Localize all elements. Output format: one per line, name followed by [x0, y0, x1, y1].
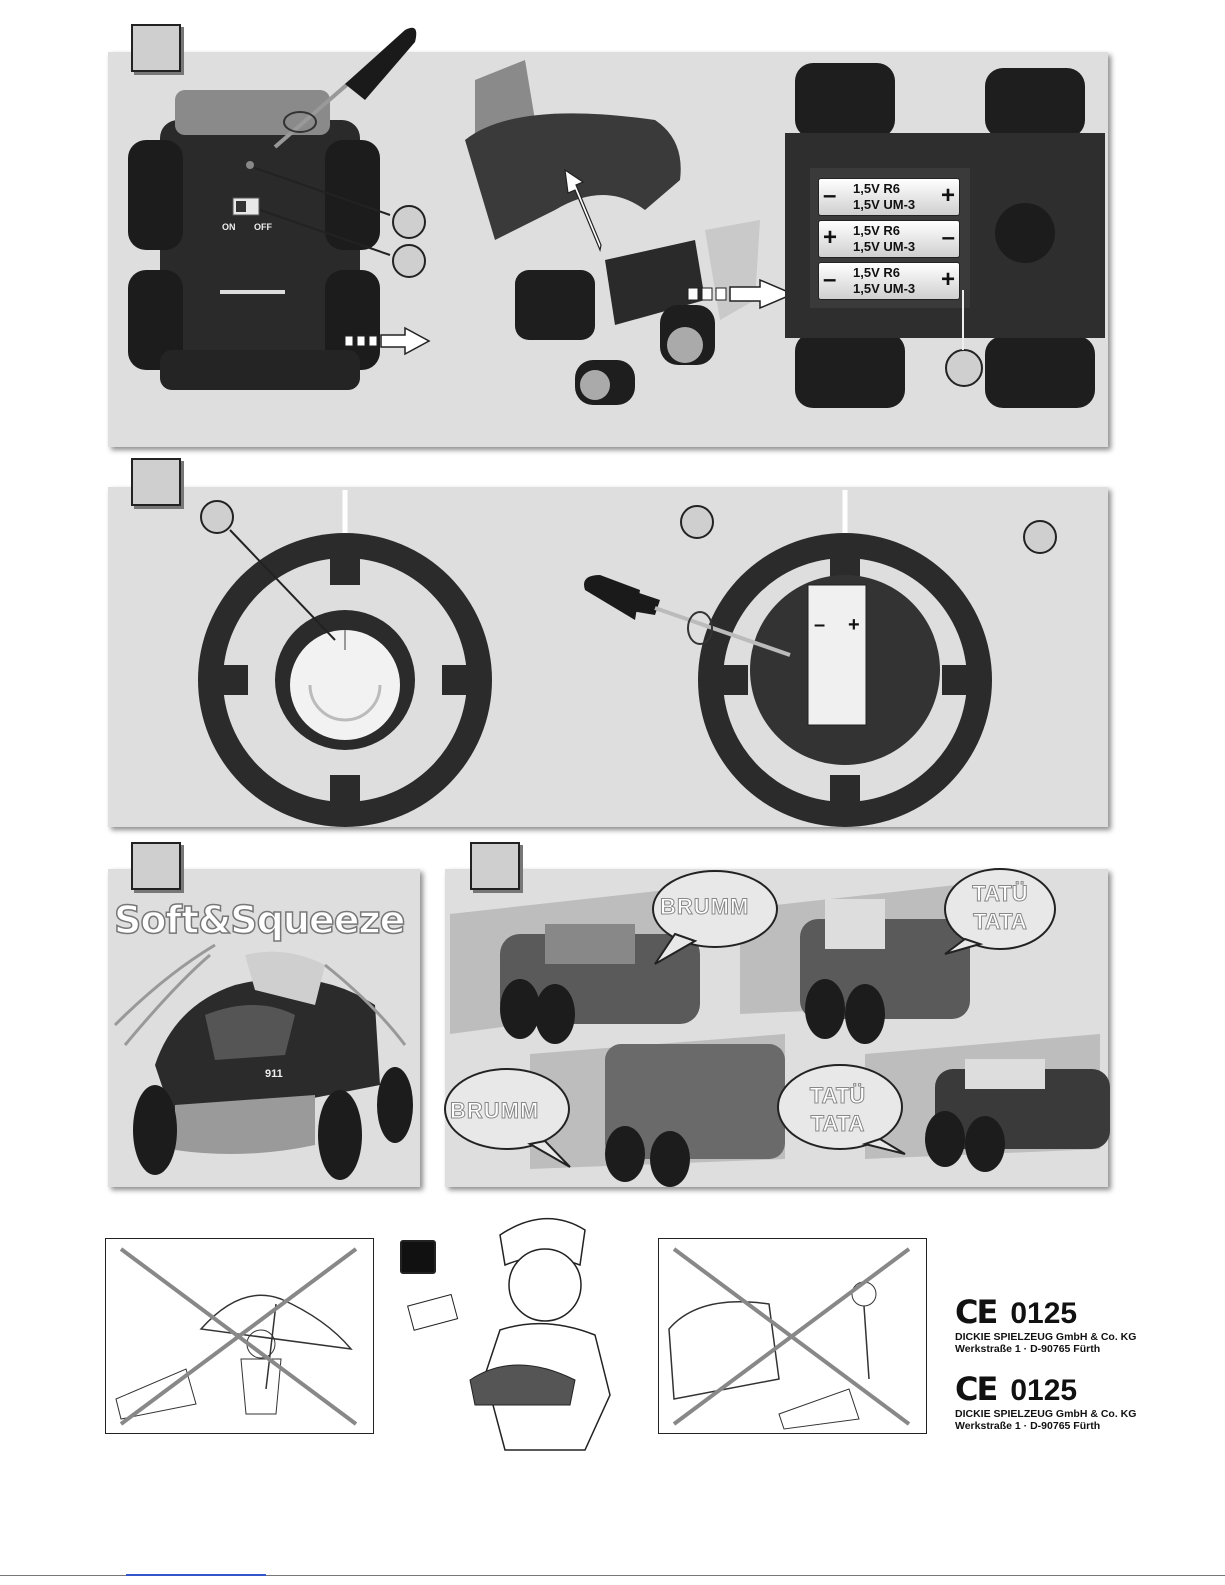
wheel-front-left — [128, 140, 183, 250]
company-address: Werkstraße 1 · D-90765 Fürth — [955, 1420, 1215, 1432]
company-address: Werkstraße 1 · D-90765 Fürth — [955, 1343, 1215, 1355]
ce-block-2: CE 0125 DICKIE SPIELZEUG GmbH & Co. KG We… — [955, 1370, 1215, 1432]
company-name: DICKIE SPIELZEUG GmbH & Co. KG — [955, 1331, 1215, 1343]
footer-link-underline[interactable] — [126, 1574, 266, 1576]
remote-battery-plus: + — [848, 614, 860, 637]
ce-block-1: CE 0125 DICKIE SPIELZEUG GmbH & Co. KG We… — [955, 1293, 1215, 1355]
callout-circle-screw — [680, 505, 714, 539]
battery-voltage-label: 1,5V R6 — [853, 223, 900, 238]
screwdriver-icon — [255, 22, 425, 162]
step-3-box — [131, 842, 181, 890]
battery-left-sign: + — [823, 224, 837, 252]
screwdriver-icon — [580, 570, 800, 670]
callout-circle-battery — [945, 349, 983, 387]
battery-left-sign: – — [823, 182, 836, 210]
battery-right-sign: + — [941, 266, 955, 294]
ce-mark: CE — [955, 1293, 996, 1331]
battery-type-label: 1,5V UM-3 — [853, 197, 915, 212]
callout-circle-battery — [1023, 520, 1057, 554]
bubble-text-brumm-2: BRUMM — [450, 1098, 539, 1124]
battery-voltage-label: 1,5V R6 — [853, 181, 900, 196]
direction-arrow-icon — [345, 328, 435, 356]
battery-right-sign: – — [942, 224, 955, 252]
callout-line — [225, 525, 345, 645]
battery-cover-screw — [246, 161, 254, 169]
switch-off-label: OFF — [254, 222, 272, 232]
switch-on-label: ON — [222, 222, 236, 232]
callout-line — [960, 290, 970, 352]
ce-number: 0125 — [1010, 1374, 1077, 1407]
battery-voltage-label: 1,5V R6 — [853, 265, 900, 280]
child-with-remote-illustration — [405, 1205, 630, 1450]
direction-arrow-icon — [688, 280, 798, 310]
bubble-text-tatu-1: TATÜ TATA — [955, 880, 1045, 936]
remote-battery-minus: – — [814, 614, 825, 637]
bubble-text-tatu-2: TATÜ TATA — [790, 1082, 885, 1138]
callout-circle-switch — [392, 244, 426, 278]
bubble-text-brumm-1: BRUMM — [660, 894, 749, 920]
soft-squeeze-title: Soft&Squeeze — [114, 898, 404, 942]
police-car-squeeze-illustration: 911 — [115, 945, 415, 1185]
battery-type-label: 1,5V UM-3 — [853, 281, 915, 296]
battery-right-sign: + — [941, 182, 955, 210]
car-number-label: 911 — [265, 1068, 283, 1080]
warning-no-traffic — [658, 1238, 927, 1434]
car-bottom-bumper — [160, 350, 360, 390]
step-2-box — [131, 458, 181, 506]
callout-circle-screw — [392, 205, 426, 239]
warning-no-rain — [105, 1238, 374, 1434]
ce-mark: CE — [955, 1370, 996, 1408]
battery-type-label: 1,5V UM-3 — [853, 239, 915, 254]
chassis-opening-illustration — [455, 60, 785, 410]
company-name: DICKIE SPIELZEUG GmbH & Co. KG — [955, 1408, 1215, 1420]
ce-number: 0125 — [1010, 1297, 1077, 1330]
battery-left-sign: – — [823, 266, 836, 294]
